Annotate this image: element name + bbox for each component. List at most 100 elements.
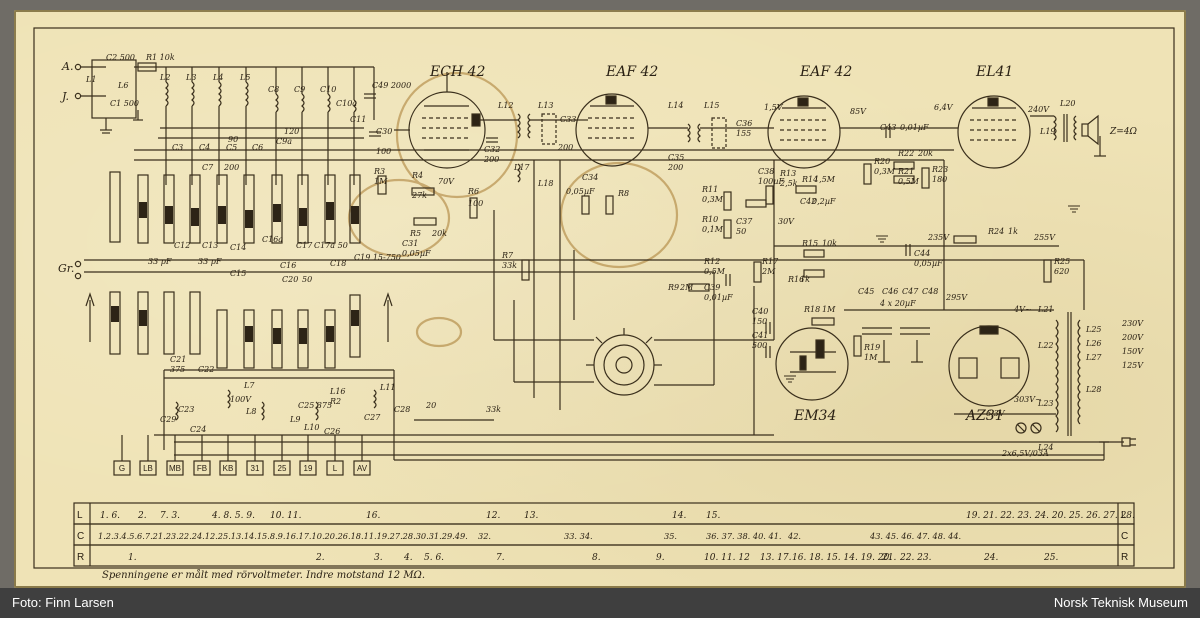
component-label: R5 [409,229,421,238]
mains-plug-icon [1099,437,1136,447]
component-label: L12 [497,101,514,110]
component-label: 20 [425,401,436,410]
component-label: 0,01µF [704,293,733,302]
table-cell: 42. [787,531,801,541]
band-label-kb: KB [223,464,234,473]
component-label: C16 [280,261,296,270]
table-cell: 1.2.3.4.5.6.7.21.23.22.24.12.25.13.14.15… [98,531,468,541]
table-cell: 2. [315,553,325,563]
component-label: C4 [199,143,210,152]
schematic-paper: ECH 42 EAF 42 EAF 42 EL41 EM34 AZ31 A. J… [14,10,1186,588]
component-label: C5 [226,143,237,152]
table-key-r: R [77,552,84,563]
component-label: C22 [198,365,214,374]
component-label: C27 [364,413,381,422]
component-label: 100 [376,147,391,156]
component-label: 180 [932,175,947,184]
tube-label-ech42: ECH 42 [429,64,485,80]
component-label: 50 [302,275,312,284]
component-label: R24 [987,227,1004,236]
table-cell: 43. 45. 46. 47. 48. 44. [869,531,961,541]
switch-arrow-left [85,292,95,342]
component-label: L23 [1037,399,1054,408]
component-label: R7 [501,251,514,260]
component-label: 620 [1054,267,1069,276]
component-label: C13 [202,241,218,250]
component-label: R21 [897,167,914,176]
component-label: C28 [394,405,410,414]
component-label: 33 pF [198,257,222,266]
mains-transformer [1015,312,1081,436]
component-label: C7 [202,163,214,172]
component-label: 20k [431,229,447,238]
component-label: C40 [752,307,768,316]
component-label: 70V [438,177,455,186]
component-label: C31 [402,239,418,248]
photo-credit: Foto: Finn Larsen [12,595,114,610]
band-label-l: L [333,464,338,473]
component-label: R18 [803,305,820,314]
component-label: 0,5M [898,177,920,186]
component-label: L11 [379,383,396,392]
component-label: L10 [303,423,320,432]
table-key-c: C [77,531,84,542]
component-label: 50 [736,227,746,236]
band-selector-boxes [113,435,371,476]
measurement-note: Spenningene er målt med rörvoltmeter. In… [102,569,425,581]
component-label: 2,5k [779,179,798,188]
table-cell: 16. 18. 15. 14. 19. 20. [792,553,892,563]
component-label: 33k [486,405,501,414]
component-label: 33 pF [148,257,172,266]
switch-arrow-right [383,292,393,342]
component-label: C41 [752,331,768,340]
table-cell: 22. 23. [899,553,932,563]
component-label: 20k [917,149,933,158]
component-label: C48 [922,287,938,296]
table-cell: 14. [672,511,686,521]
component-label: C9 [294,85,305,94]
component-label: L22 [1037,341,1054,350]
component-label: 100V [230,395,252,404]
component-label: R1 10k [145,53,175,62]
component-label: 150 [752,317,767,326]
component-label: C43 [880,123,896,132]
component-label: R10 [701,215,718,224]
resistors [377,161,1052,357]
component-label: C25 375 [298,401,332,410]
table-cell: 2. [137,511,147,521]
schematic-border [33,27,1175,569]
component-label: C23 [178,405,194,414]
band-label-av: AV [357,464,368,473]
table-cell: 7. [496,553,505,563]
component-label: 1M [374,177,388,186]
output-transformer [1053,114,1077,142]
component-label: 6,4V [934,103,954,112]
component-label: C16a [262,235,283,244]
component-label: 255V [1033,233,1056,242]
tube-label-eaf42-second: EAF 42 [799,64,852,80]
table-cell: 5. 6. [424,553,444,563]
museum-credit: Norsk Teknisk Museum [1053,595,1188,610]
component-label: L4 [212,73,223,82]
input-label-j: J. [60,90,69,103]
component-label: L24 [1037,443,1054,452]
component-label: 200 [483,155,499,164]
component-label: L25 [1085,325,1102,334]
component-label: 10k [822,239,837,248]
component-label: 0,05µF [402,249,431,258]
component-label: 120 [284,127,299,136]
component-label: C30 [376,127,392,136]
table-cell: 21. [881,553,896,563]
component-label: 500 [752,341,767,350]
table-cell: 10. 11. [270,511,302,521]
component-label: 1M [822,305,836,314]
component-label: C44 [914,249,930,258]
component-label: 295V [945,293,968,302]
table-cell: 7. 3. [160,511,180,521]
component-label: 375 [170,365,185,374]
component-label: C18 [330,259,346,268]
component-label: R13 [779,169,796,178]
component-label: 200V [1121,333,1144,342]
component-label: 33k [502,261,517,270]
component-label: C33 [560,115,576,124]
